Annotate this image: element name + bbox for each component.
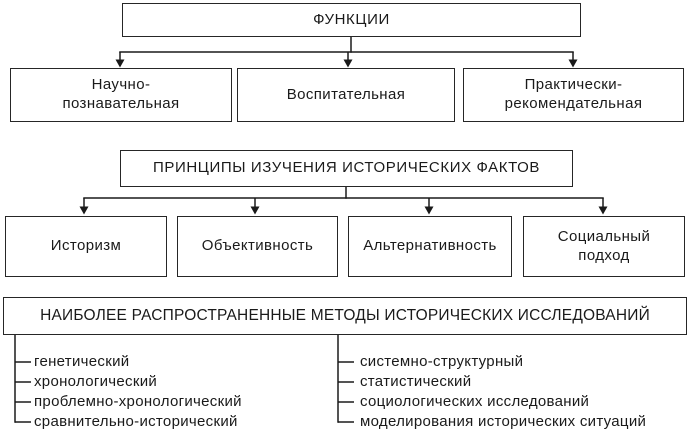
method-item: социологических исследований — [360, 393, 590, 410]
function-label: Научно-познавательная — [62, 76, 180, 112]
principle-box-social-approach: Социальный подход — [523, 216, 685, 277]
principle-box-alternativeness: Альтернативность — [348, 216, 512, 277]
method-item: системно-структурный — [360, 353, 524, 370]
principles-title: ПРИНЦИПЫ ИЗУЧЕНИЯ ИСТОРИЧЕСКИХ ФАКТОВ — [152, 159, 541, 177]
methods-title-box: НАИБОЛЕЕ РАСПРОСТРАНЕННЫЕ МЕТОДЫ ИСТОРИЧ… — [3, 297, 687, 335]
principles-title-box: ПРИНЦИПЫ ИЗУЧЕНИЯ ИСТОРИЧЕСКИХ ФАКТОВ — [120, 150, 573, 187]
methods-title: НАИБОЛЕЕ РАСПРОСТРАНЕННЫЕ МЕТОДЫ ИСТОРИЧ… — [40, 307, 650, 325]
principles-connectors — [83, 187, 604, 207]
function-label: Воспитательная — [286, 85, 406, 103]
principle-box-objectivity: Объективность — [177, 216, 338, 277]
methods-list-left: генетический хронологический проблемно-х… — [34, 352, 242, 432]
functions-connectors — [119, 37, 574, 61]
function-box-practical: Практически-рекомендательная — [463, 68, 684, 122]
method-item: сравнительно-исторический — [34, 413, 238, 430]
principle-label: Историзм — [50, 237, 122, 255]
function-label: Практически-рекомендательная — [504, 76, 643, 112]
principle-label: Социальный подход — [557, 227, 651, 264]
method-item: моделирования исторических ситуаций — [360, 413, 647, 430]
method-item: проблемно-хронологический — [34, 393, 242, 410]
function-box-scientific: Научно-познавательная — [10, 68, 232, 122]
function-box-educational: Воспитательная — [237, 68, 455, 122]
functions-title-box: ФУНКЦИИ — [122, 3, 581, 37]
functions-arrowheads — [115, 59, 578, 68]
functions-title: ФУНКЦИИ — [313, 10, 390, 28]
principle-box-historicism: Историзм — [5, 216, 167, 277]
method-item: статистический — [360, 373, 472, 390]
methods-list-right: системно-структурный статистический соци… — [360, 352, 646, 432]
principle-label: Альтернативность — [363, 237, 497, 255]
principles-arrowheads — [79, 206, 608, 215]
principle-label: Объективность — [201, 237, 314, 255]
method-item: генетический — [34, 353, 130, 370]
method-item: хронологический — [34, 373, 158, 390]
